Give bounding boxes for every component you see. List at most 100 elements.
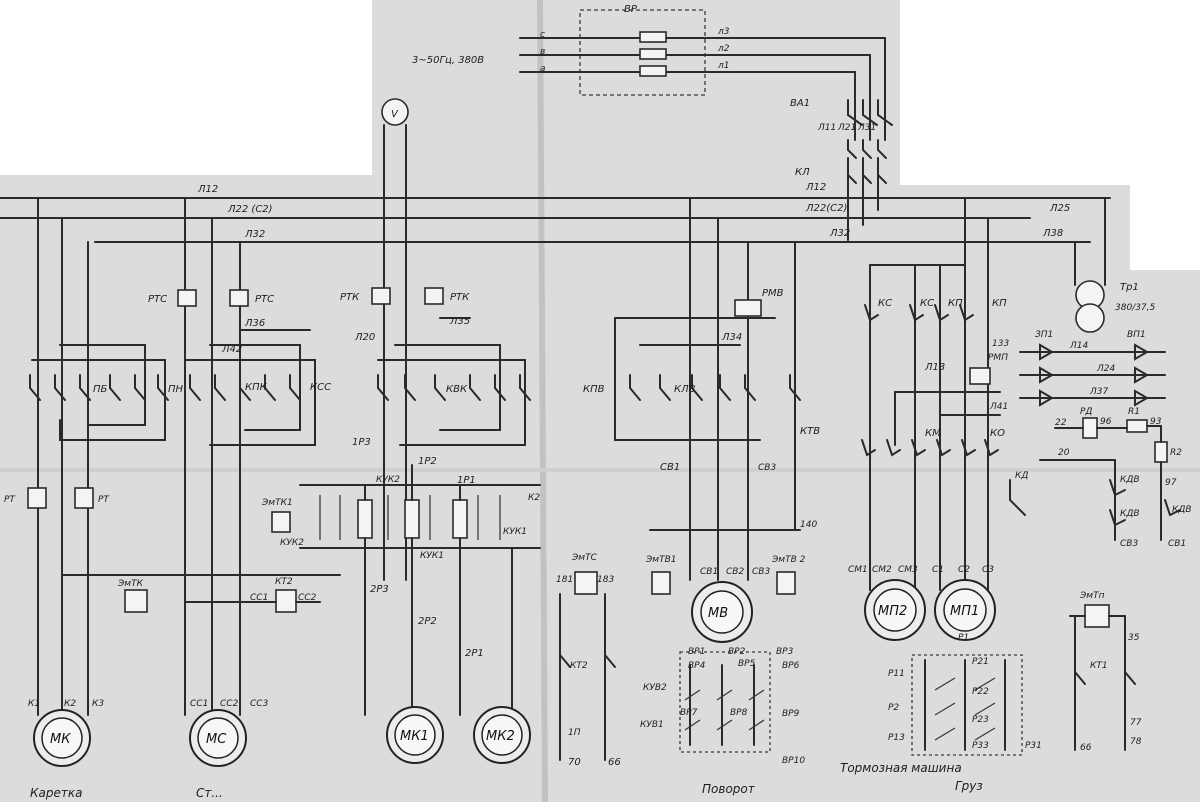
contactor-ks-2: КС bbox=[920, 298, 934, 309]
coil-kt2-left: КТ2 bbox=[275, 577, 293, 587]
resistor-r1: R1 bbox=[1128, 407, 1140, 417]
relay-rmp: РМП bbox=[988, 353, 1008, 363]
phase-a-label: а bbox=[540, 64, 546, 74]
contact-vr2: ВР2 bbox=[728, 647, 746, 657]
contactor-ktv: КТВ bbox=[800, 426, 820, 437]
motor-ms-label: МС bbox=[206, 732, 227, 747]
motor-mp2-t1: СМ1 bbox=[848, 565, 868, 575]
contact-vr9: ВР9 bbox=[782, 709, 800, 719]
motor-ms-t3: СС3 bbox=[250, 699, 269, 709]
contact-r21: Р21 bbox=[972, 657, 989, 667]
wire-1p: 1П bbox=[568, 728, 581, 738]
transformer-ratio: 380/37,5 bbox=[1115, 303, 1156, 313]
motor-mp2: МП2 СМ1 СМ2 СМ3 bbox=[848, 565, 926, 641]
switch-label: ВР bbox=[624, 4, 638, 15]
motor-mk2-label: МК2 bbox=[486, 729, 515, 744]
rectifier-group: ЗП1 ВП1 Л14 Л24 Л37 bbox=[1019, 330, 1166, 407]
wire-l37: Л37 bbox=[1089, 387, 1108, 397]
middle-section: РМВ Л34 КПВ КЛВ КТВ СВ1 СВ3 140 ЭмТВ1 Эм… bbox=[556, 197, 820, 768]
cargo-switch: Р1 Р11 Р21 Р2 Р22 Р13 Р23 Р33 Р31 bbox=[888, 633, 1042, 756]
section-table: Ст... bbox=[196, 786, 223, 800]
motor-mv: МВ СВ1 СВ2 СВ3 bbox=[691, 567, 770, 643]
contactor-pb: ПБ bbox=[93, 384, 108, 395]
breaker-tap-3: Л31 bbox=[857, 123, 876, 133]
coil-emtv1: ЭмТВ1 bbox=[645, 555, 676, 565]
wire-l34: Л34 bbox=[721, 332, 742, 343]
contact-kt1: КТ1 bbox=[1090, 661, 1108, 671]
motor-mp1: МП1 С1 С2 С3 bbox=[932, 565, 996, 641]
breaker-label: ВА1 bbox=[790, 98, 810, 109]
rectifier-zp1: ЗП1 bbox=[1035, 330, 1053, 340]
transformer-label: Тр1 bbox=[1120, 282, 1139, 293]
voltmeter-label: V bbox=[391, 109, 399, 120]
motor-mv-t3: СВ3 bbox=[752, 567, 770, 577]
relay-rtk-1: РТК bbox=[340, 292, 360, 303]
wire-66-right: 66 bbox=[1080, 743, 1092, 753]
right-section: КС КС КП КП 133 РМП Л13 Л41 КМ КО bbox=[861, 197, 1009, 591]
contact-r23: Р23 bbox=[972, 715, 989, 725]
wire-l42: Л42 bbox=[221, 344, 242, 355]
wire-2r3: 2Р3 bbox=[370, 584, 389, 595]
relay-rd: РД bbox=[1080, 407, 1092, 417]
breaker-group: ВА1 Л11 Л21 Л31 КЛ bbox=[790, 98, 893, 241]
wire-l41: Л41 bbox=[989, 402, 1008, 412]
section-brake-machine: Тормозная машина bbox=[840, 761, 962, 775]
wire-1r2: 1Р2 bbox=[418, 456, 437, 467]
bus-l22-left: Л22 (С2) bbox=[227, 204, 273, 215]
resistor-block: ЭмТК1 КУК2 КУК2 КУК1 КУК1 К2 bbox=[261, 464, 541, 716]
wire-sv1-right: СВ1 bbox=[1168, 539, 1186, 549]
motor-mp1-t1: С1 bbox=[932, 565, 944, 575]
rectifier-vp1: ВП1 bbox=[1127, 330, 1146, 340]
main-contactor-label: КЛ bbox=[795, 167, 810, 178]
contactor-kp-1: КП bbox=[948, 298, 963, 309]
contact-kdv-3: КДВ bbox=[1172, 505, 1192, 515]
motor-mk-label: МК bbox=[50, 732, 71, 747]
bus-l25: Л25 bbox=[1049, 203, 1070, 214]
switch-k2: К2 bbox=[528, 493, 540, 503]
contact-vr8: ВР8 bbox=[730, 708, 748, 718]
motor-ms: МС СС1 СС2 СС3 bbox=[189, 699, 269, 767]
bus-l32-left: Л32 bbox=[244, 229, 265, 240]
motor-mk-t3: К3 bbox=[92, 699, 104, 709]
bus-l1-label: л1 bbox=[717, 61, 729, 71]
phase-b-label: в bbox=[540, 47, 545, 57]
wire-l36: Л36 bbox=[244, 318, 265, 329]
wire-2r2: 2Р2 bbox=[418, 616, 437, 627]
rotation-switch: ВР1 ВР2 ВР3 ВР4 ВР5 ВР6 ВР7 ВР8 ВР9 ВР10… bbox=[640, 647, 805, 766]
motor-mk-t2: К2 bbox=[64, 699, 76, 709]
wire-133: 133 bbox=[992, 339, 1009, 349]
bus-l12-right: Л12 bbox=[805, 182, 826, 193]
resistor-r2: R2 bbox=[1170, 448, 1182, 458]
contact-r11: Р11 bbox=[888, 669, 905, 679]
left-section: РТС РТС РТК РТК РТ РТ ПБ ПН bbox=[4, 197, 531, 716]
motor-mk-t1: К1 bbox=[28, 699, 40, 709]
supply-switch-group: ВР с в а л3 л2 л1 3~50Гц, 380В bbox=[412, 4, 886, 141]
wire-sv3-right: СВ3 bbox=[1120, 539, 1138, 549]
breaker-tap-2: Л21 bbox=[837, 123, 856, 133]
phase-c-label: с bbox=[540, 30, 545, 40]
wire-35: 35 bbox=[1128, 633, 1140, 643]
bus-l22-right: Л22(С2) bbox=[805, 203, 847, 214]
bus-l2-label: л2 bbox=[717, 44, 730, 54]
contact-vr5: ВР5 bbox=[738, 659, 756, 669]
contact-r2: Р2 bbox=[888, 703, 899, 713]
switch-kuk1-b: КУК1 bbox=[503, 527, 527, 537]
motor-mk1-label: МК1 bbox=[400, 729, 429, 744]
coil-emtk: ЭмТК bbox=[117, 579, 144, 589]
switch-kuk2-a: КУК2 bbox=[280, 538, 304, 548]
switch-kuk1-a: КУК1 bbox=[420, 551, 444, 561]
wire-140: 140 bbox=[800, 520, 817, 530]
wire-97: 97 bbox=[1165, 478, 1177, 488]
contactor-kvk: КВК bbox=[446, 384, 468, 395]
motor-mp1-t2: С2 bbox=[958, 565, 970, 575]
motor-mp1-label: МП1 bbox=[950, 604, 979, 619]
switch-kuv1: КУВ1 bbox=[640, 720, 664, 730]
wire-66: 66 bbox=[608, 757, 621, 768]
wire-sv1-mid: СВ1 bbox=[660, 462, 680, 473]
wire-l13: Л13 bbox=[924, 362, 945, 373]
wire-22: 22 bbox=[1055, 418, 1067, 428]
coil-emtv2: ЭмТВ 2 bbox=[771, 555, 806, 565]
wire-1r3: 1Р3 bbox=[352, 437, 371, 448]
contact-vr3: ВР3 bbox=[776, 647, 794, 657]
